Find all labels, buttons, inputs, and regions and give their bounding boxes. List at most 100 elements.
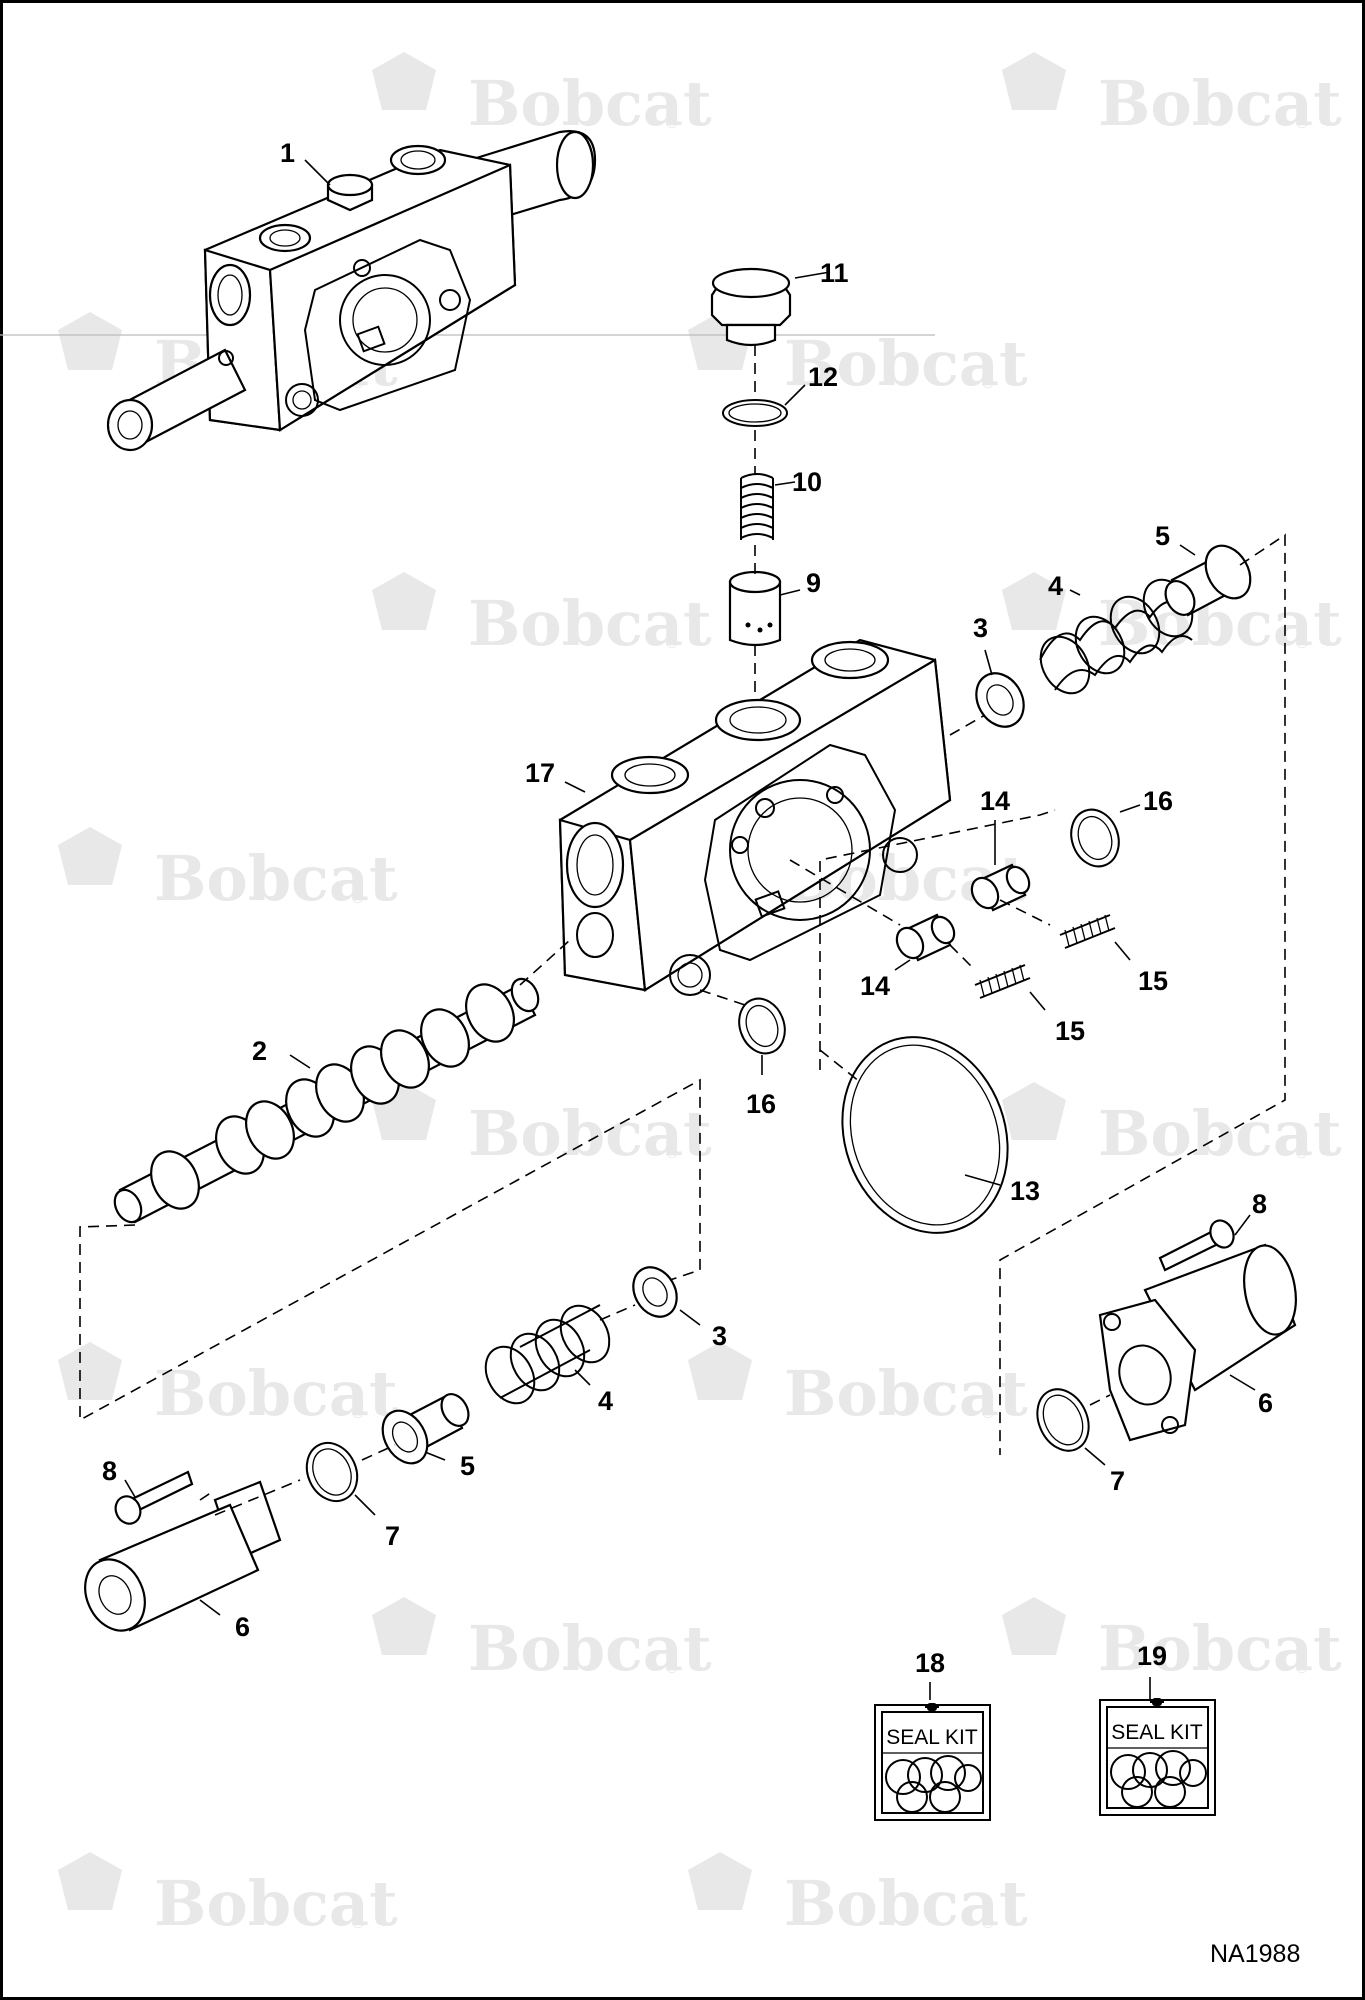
part-1-valve-section-icon xyxy=(106,130,597,452)
callout-10: 10 xyxy=(792,467,822,497)
svg-text:®: ® xyxy=(982,1915,994,1932)
callout-19: 19 xyxy=(1137,1641,1167,1671)
part-3-bottom-washer-icon xyxy=(632,1266,678,1318)
watermark-logo-icon: Bobcat ® xyxy=(1002,1597,1342,1685)
part-2-spool-icon xyxy=(113,977,540,1224)
svg-text:®: ® xyxy=(1296,1660,1308,1677)
callout-3-top: 3 xyxy=(973,613,988,643)
part-12-o-ring-icon xyxy=(722,399,788,427)
svg-text:®: ® xyxy=(1296,635,1308,652)
callout-5-top: 5 xyxy=(1155,521,1170,551)
svg-text:Bobcat: Bobcat xyxy=(1098,1097,1342,1170)
svg-text:Bobcat: Bobcat xyxy=(154,1357,398,1430)
callout-13: 13 xyxy=(1010,1176,1040,1206)
svg-text:Bobcat: Bobcat xyxy=(468,1612,712,1685)
watermark-logo-icon: Bobcat ® xyxy=(372,1082,712,1170)
callout-16-lower: 16 xyxy=(746,1089,776,1119)
callout-1: 1 xyxy=(280,138,295,168)
callout-18: 18 xyxy=(915,1648,945,1678)
svg-text:Bobcat: Bobcat xyxy=(154,842,398,915)
watermark-logo-icon: Bobcat ® xyxy=(688,1852,1028,1940)
watermark-logo-icon: Bobcat ® xyxy=(372,572,712,660)
watermark-logo-icon: Bobcat ® xyxy=(1002,1082,1342,1170)
watermark-logo-icon: Bobcat ® xyxy=(372,1597,712,1685)
watermark-logo-icon: Bobcat ® xyxy=(58,1342,398,1430)
part-13-large-o-ring-icon xyxy=(841,1036,1009,1234)
drawing-number: NA1988 xyxy=(1210,1940,1300,1968)
callout-16-right: 16 xyxy=(1143,786,1173,816)
svg-text:Bobcat: Bobcat xyxy=(1098,1612,1342,1685)
part-9-sleeve-icon xyxy=(728,570,782,647)
watermark-logo-icon: Bobcat ® xyxy=(58,827,398,915)
svg-text:Bobcat: Bobcat xyxy=(468,67,712,140)
assembly-dashed-lines xyxy=(79,345,1286,1516)
svg-text:®: ® xyxy=(982,375,994,392)
callout-5-bottom: 5 xyxy=(460,1451,475,1481)
part-8-right-bolt-icon xyxy=(1158,1219,1235,1272)
watermark-logo-icon: Bobcat ® xyxy=(1002,52,1342,140)
callout-15-lower: 15 xyxy=(1055,1016,1085,1046)
callout-15-upper: 15 xyxy=(1138,966,1168,996)
watermark-logo-icon: Bobcat ® xyxy=(58,1852,398,1940)
part-17-valve-body-icon xyxy=(558,638,952,996)
callout-4-top: 4 xyxy=(1048,571,1063,601)
callout-3-bottom: 3 xyxy=(712,1321,727,1351)
part-15-upper-spring-icon xyxy=(1059,914,1116,949)
part-7-right-o-ring-icon xyxy=(1036,1388,1090,1452)
seal-kit-18-package: SEAL KIT xyxy=(874,1703,991,1821)
callout-7-right: 7 xyxy=(1110,1466,1125,1496)
svg-text:®: ® xyxy=(666,115,678,132)
part-6-right-cap-icon xyxy=(1098,1243,1297,1442)
part-7-left-o-ring-icon xyxy=(305,1441,359,1503)
callout-12: 12 xyxy=(808,362,838,392)
svg-text:®: ® xyxy=(982,1405,994,1422)
svg-text:Bobcat: Bobcat xyxy=(784,1867,1028,1940)
seal-kit-19-label: SEAL KIT xyxy=(1111,1721,1203,1744)
callout-labels: 1 11 12 10 9 5 4 3 17 14 16 15 14 15 2 1… xyxy=(102,138,1273,1678)
watermark-logo-icon: Bobcat ® xyxy=(372,52,712,140)
watermark-logo-icon: Bobcat ® xyxy=(688,1342,1028,1430)
seal-kit-19-package: SEAL KIT xyxy=(1099,1698,1216,1816)
callout-14-upper: 14 xyxy=(980,786,1010,816)
callout-11: 11 xyxy=(820,258,849,288)
svg-text:Bobcat: Bobcat xyxy=(784,327,1028,400)
part-14-upper-poppet-icon xyxy=(970,863,1031,912)
part-6-left-cap-icon xyxy=(84,1480,282,1632)
seal-kit-18-label: SEAL KIT xyxy=(886,1726,978,1749)
part-4-bottom-spring-icon xyxy=(484,1304,611,1405)
svg-text:Bobcat: Bobcat xyxy=(468,587,712,660)
callout-6-right: 6 xyxy=(1258,1388,1273,1418)
callout-8-left: 8 xyxy=(102,1456,117,1486)
part-16-lower-o-ring-icon xyxy=(738,997,786,1055)
part-5-top-retainer-icon xyxy=(1164,544,1252,617)
o-rings-icon xyxy=(885,1755,982,1813)
part-5-bottom-retainer-icon xyxy=(381,1393,470,1465)
svg-text:®: ® xyxy=(666,1145,678,1162)
svg-text:®: ® xyxy=(1296,1145,1308,1162)
svg-text:Bobcat: Bobcat xyxy=(784,1357,1028,1430)
callout-2: 2 xyxy=(252,1036,267,1066)
svg-text:®: ® xyxy=(352,1915,364,1932)
part-10-spring-icon xyxy=(740,473,774,540)
part-8-left-bolt-icon xyxy=(114,1470,194,1525)
o-rings-icon xyxy=(1110,1750,1207,1808)
part-16-right-o-ring-icon xyxy=(1070,808,1120,868)
svg-text:Bobcat: Bobcat xyxy=(154,1867,398,1940)
callout-17: 17 xyxy=(525,758,555,788)
svg-text:Bobcat: Bobcat xyxy=(1098,67,1342,140)
part-11-plug-icon xyxy=(710,267,792,347)
callout-4-bottom: 4 xyxy=(598,1386,613,1416)
callout-6-left: 6 xyxy=(235,1612,250,1642)
watermark-logo-icon: Bobcat ® xyxy=(688,312,1028,400)
part-14-lower-poppet-icon xyxy=(895,913,956,962)
svg-text:®: ® xyxy=(666,1660,678,1677)
svg-text:®: ® xyxy=(352,890,364,907)
svg-text:®: ® xyxy=(666,635,678,652)
callout-8-right: 8 xyxy=(1252,1189,1267,1219)
part-3-top-washer-icon xyxy=(975,672,1025,728)
leader-lines xyxy=(124,159,1256,1700)
part-4-top-spring-icon xyxy=(1039,578,1201,695)
callout-9: 9 xyxy=(806,568,821,598)
svg-text:®: ® xyxy=(1296,115,1308,132)
